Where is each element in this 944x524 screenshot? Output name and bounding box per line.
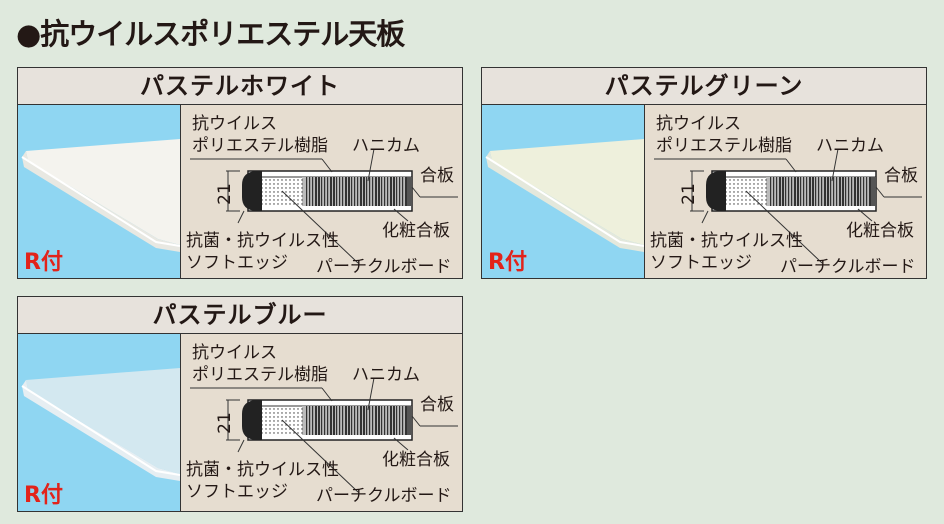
- panel-color-name: パステルグリーン: [482, 68, 926, 105]
- thickness-label: 21: [678, 183, 699, 205]
- color-panel: パステルグリーン R付: [481, 67, 927, 279]
- r-edge-badge: R付: [24, 250, 63, 275]
- resin-label-line2: ポリエステル樹脂: [192, 365, 328, 385]
- tabletop-photo: R付: [18, 105, 181, 278]
- edge-label-line1: 抗菌・抗ウイルス性: [650, 231, 803, 251]
- cross-section-icon: [654, 148, 922, 264]
- honeycomb-label: ハニカム: [352, 136, 420, 156]
- edge-label-line1: 抗菌・抗ウイルス性: [186, 231, 339, 251]
- r-edge-badge: R付: [24, 483, 63, 508]
- cross-section-icon: [190, 148, 458, 264]
- edge-label-line2: ソフトエッジ: [650, 253, 752, 273]
- plywood-label: 合板: [420, 395, 454, 415]
- panel-color-name: パステルホワイト: [18, 68, 462, 105]
- cross-section-icon: [190, 377, 458, 493]
- honeycomb-label: ハニカム: [352, 365, 420, 385]
- plywood-label: 合板: [420, 166, 454, 186]
- resin-label-line2: ポリエステル樹脂: [192, 136, 328, 156]
- page-title: ●抗ウイルスポリエステル天板: [16, 17, 405, 51]
- edge-label-line2: ソフトエッジ: [186, 253, 288, 273]
- tabletop-photo: R付: [18, 334, 181, 511]
- r-edge-badge: R付: [488, 250, 527, 275]
- particleboard-label: パーチクルボード: [316, 257, 452, 277]
- cross-section-diagram: 21 抗ウイルス ポリエステル樹脂 ハニカム 合板 化粧合板 抗菌・抗ウイルス性…: [182, 334, 462, 511]
- plywood-label: 合板: [884, 166, 918, 186]
- particleboard-label: パーチクルボード: [316, 486, 452, 506]
- thickness-label: 21: [214, 183, 235, 205]
- cross-section-diagram: 21 抗ウイルス ポリエステル樹脂 ハニカム 合板 化粧合板 抗菌・抗ウイルス性…: [646, 105, 926, 278]
- resin-label-line2: ポリエステル樹脂: [656, 136, 792, 156]
- decor-plywood-label: 化粧合板: [382, 221, 450, 241]
- cross-section-diagram: 21 抗ウイルス ポリエステル樹脂 ハニカム 合板 化粧合板 抗菌・抗ウイルス性…: [182, 105, 462, 278]
- resin-label-line1: 抗ウイルス: [192, 343, 277, 363]
- edge-label-line2: ソフトエッジ: [186, 482, 288, 502]
- honeycomb-label: ハニカム: [816, 136, 884, 156]
- thickness-label: 21: [214, 412, 235, 434]
- particleboard-label: パーチクルボード: [780, 257, 916, 277]
- resin-label-line1: 抗ウイルス: [656, 114, 741, 134]
- panel-color-name: パステルブルー: [18, 297, 462, 334]
- edge-label-line1: 抗菌・抗ウイルス性: [186, 460, 339, 480]
- color-panel: パステルホワイト R付: [17, 67, 463, 279]
- tabletop-photo: R付: [482, 105, 645, 278]
- decor-plywood-label: 化粧合板: [846, 221, 914, 241]
- resin-label-line1: 抗ウイルス: [192, 114, 277, 134]
- color-panel: パステルブルー R付: [17, 296, 463, 512]
- decor-plywood-label: 化粧合板: [382, 450, 450, 470]
